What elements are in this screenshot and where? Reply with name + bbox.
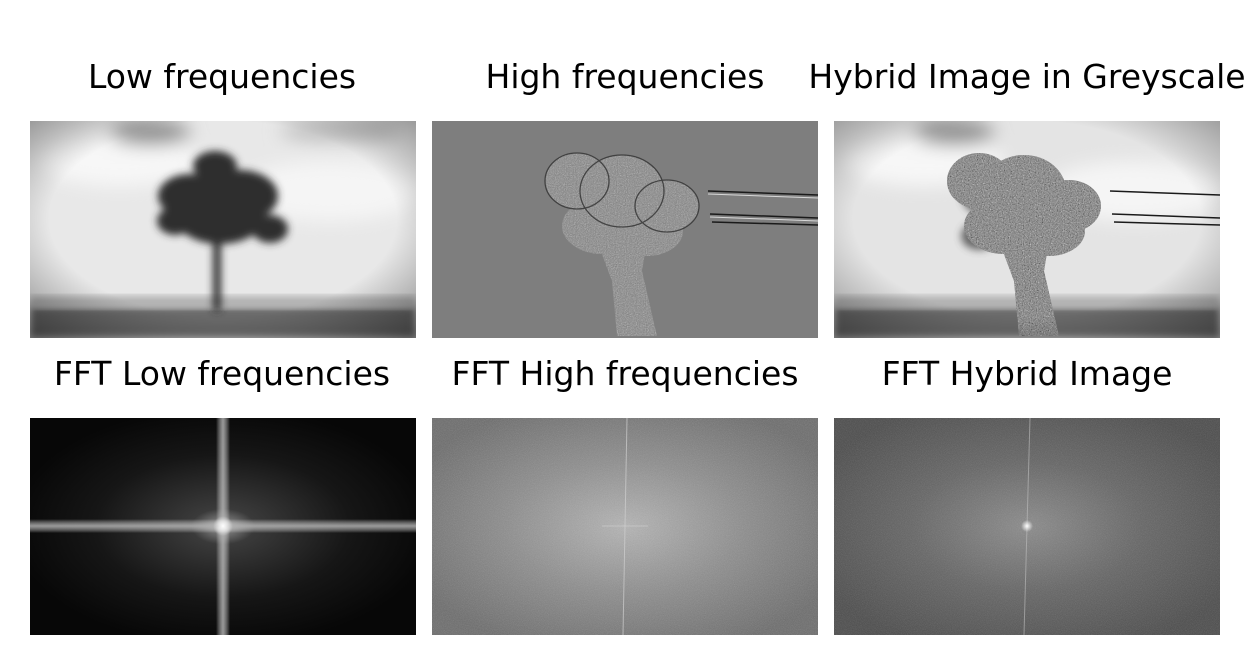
panel-title-hybrid-image: Hybrid Image in Greyscale — [808, 57, 1246, 96]
hybrid-image — [834, 121, 1220, 338]
fft-low-frequencies-spectrum — [30, 418, 416, 635]
fft-hybrid-image-spectrum — [834, 418, 1220, 635]
panel-title-high-frequencies: High frequencies — [485, 57, 765, 96]
panel-title-fft-hybrid: FFT Hybrid Image — [881, 354, 1173, 393]
panel-title-fft-high: FFT High frequencies — [451, 354, 799, 393]
fft-high-frequencies-spectrum — [432, 418, 818, 635]
low-frequencies-image — [30, 121, 416, 338]
panel-title-fft-low: FFT Low frequencies — [53, 354, 391, 393]
panel-title-low-frequencies: Low frequencies — [87, 57, 357, 96]
high-frequencies-image — [432, 121, 818, 338]
